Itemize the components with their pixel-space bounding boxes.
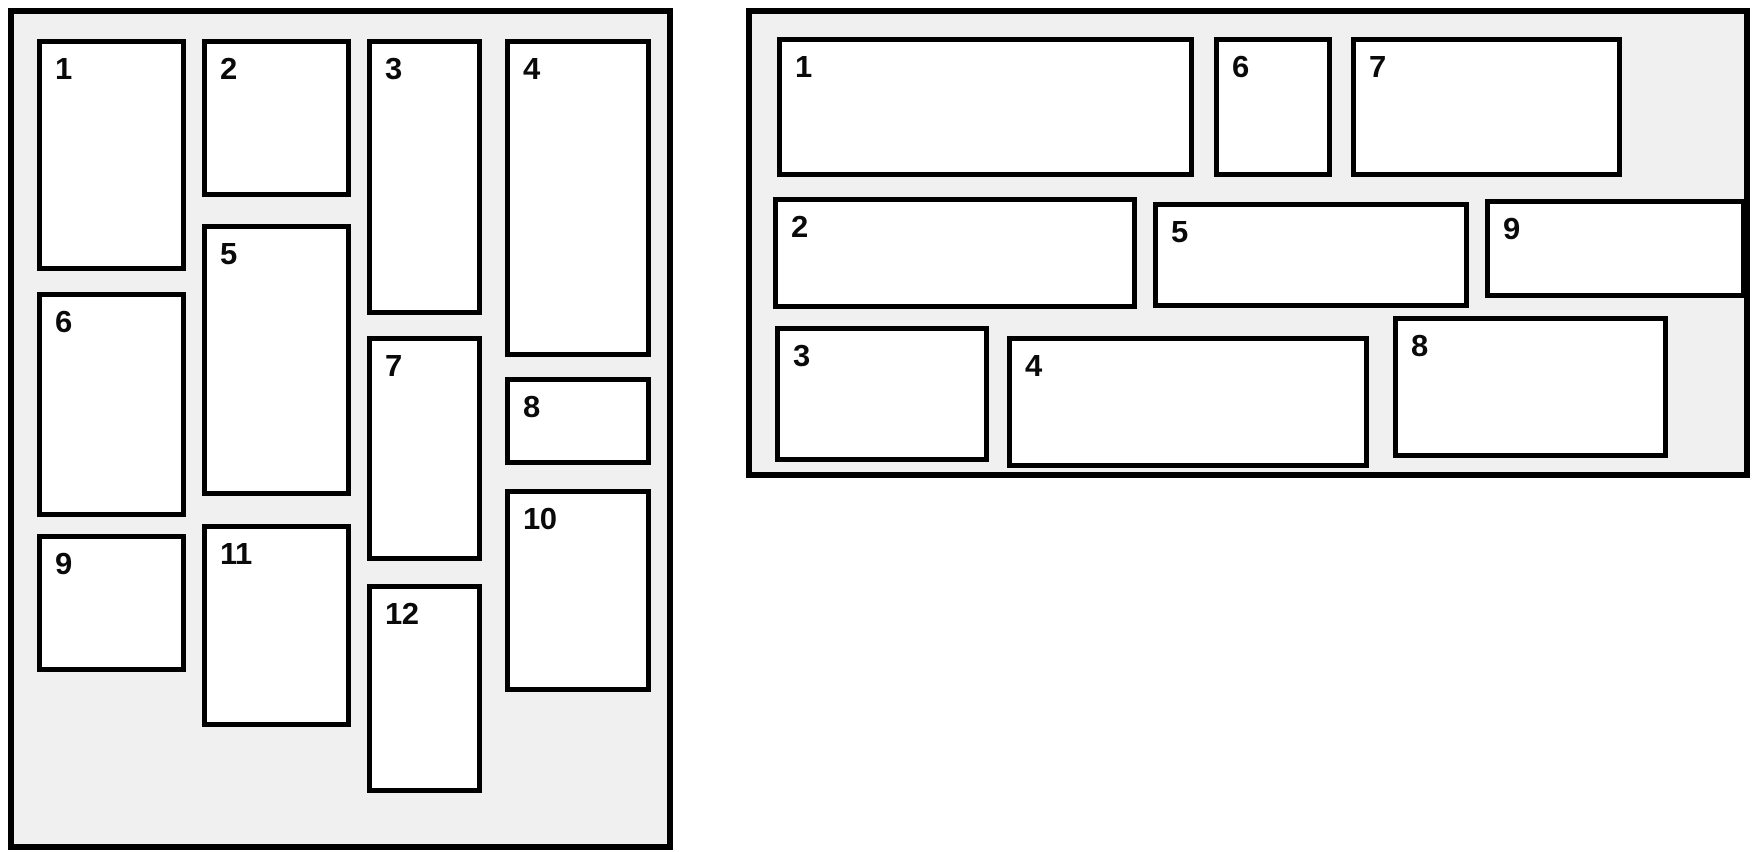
vertical-masonry-panel-box-12: 12 [367,584,482,793]
vertical-masonry-panel-box-11: 11 [202,524,351,727]
horizontal-masonry-panel: 1 2 3 4 5 6 7 8 9 [746,8,1750,478]
box-number-label: 6 [1232,49,1249,84]
horizontal-masonry-panel-box-3: 3 [775,326,989,462]
vertical-masonry-panel-box-3: 3 [367,39,482,315]
horizontal-masonry-panel-box-6: 6 [1214,37,1332,177]
horizontal-masonry-panel-box-1: 1 [777,37,1194,177]
box-number-label: 11 [220,536,252,571]
vertical-masonry-panel-box-10: 10 [505,489,651,692]
box-number-label: 4 [1025,348,1042,383]
box-number-label: 1 [795,49,812,84]
box-number-label: 5 [220,236,237,271]
horizontal-masonry-panel-box-2: 2 [773,197,1137,309]
vertical-masonry-panel-box-1: 1 [37,39,186,271]
box-number-label: 7 [385,348,402,383]
vertical-masonry-panel-box-4: 4 [505,39,651,357]
vertical-masonry-panel-box-6: 6 [37,292,186,517]
box-number-label: 12 [385,596,419,631]
box-number-label: 8 [523,389,540,424]
horizontal-masonry-panel-box-8: 8 [1393,316,1668,458]
box-number-label: 3 [385,51,402,86]
box-number-label: 5 [1171,214,1188,249]
box-number-label: 3 [793,338,810,373]
vertical-masonry-panel-box-5: 5 [202,224,351,496]
box-number-label: 9 [1503,211,1520,246]
vertical-masonry-panel-box-8: 8 [505,377,651,465]
horizontal-masonry-panel-box-5: 5 [1153,202,1469,308]
box-number-label: 1 [55,51,72,86]
horizontal-masonry-panel-box-7: 7 [1351,37,1622,177]
horizontal-masonry-panel-box-4: 4 [1007,336,1369,468]
box-number-label: 2 [791,209,808,244]
box-number-label: 8 [1411,328,1428,363]
box-number-label: 7 [1369,49,1386,84]
vertical-masonry-panel-box-2: 2 [202,39,351,197]
horizontal-masonry-panel-box-9: 9 [1485,199,1746,298]
box-number-label: 4 [523,51,540,86]
vertical-masonry-panel-box-9: 9 [37,534,186,672]
box-number-label: 6 [55,304,72,339]
box-number-label: 9 [55,546,72,581]
box-number-label: 10 [523,501,557,536]
vertical-masonry-panel-box-7: 7 [367,336,482,561]
box-number-label: 2 [220,51,237,86]
